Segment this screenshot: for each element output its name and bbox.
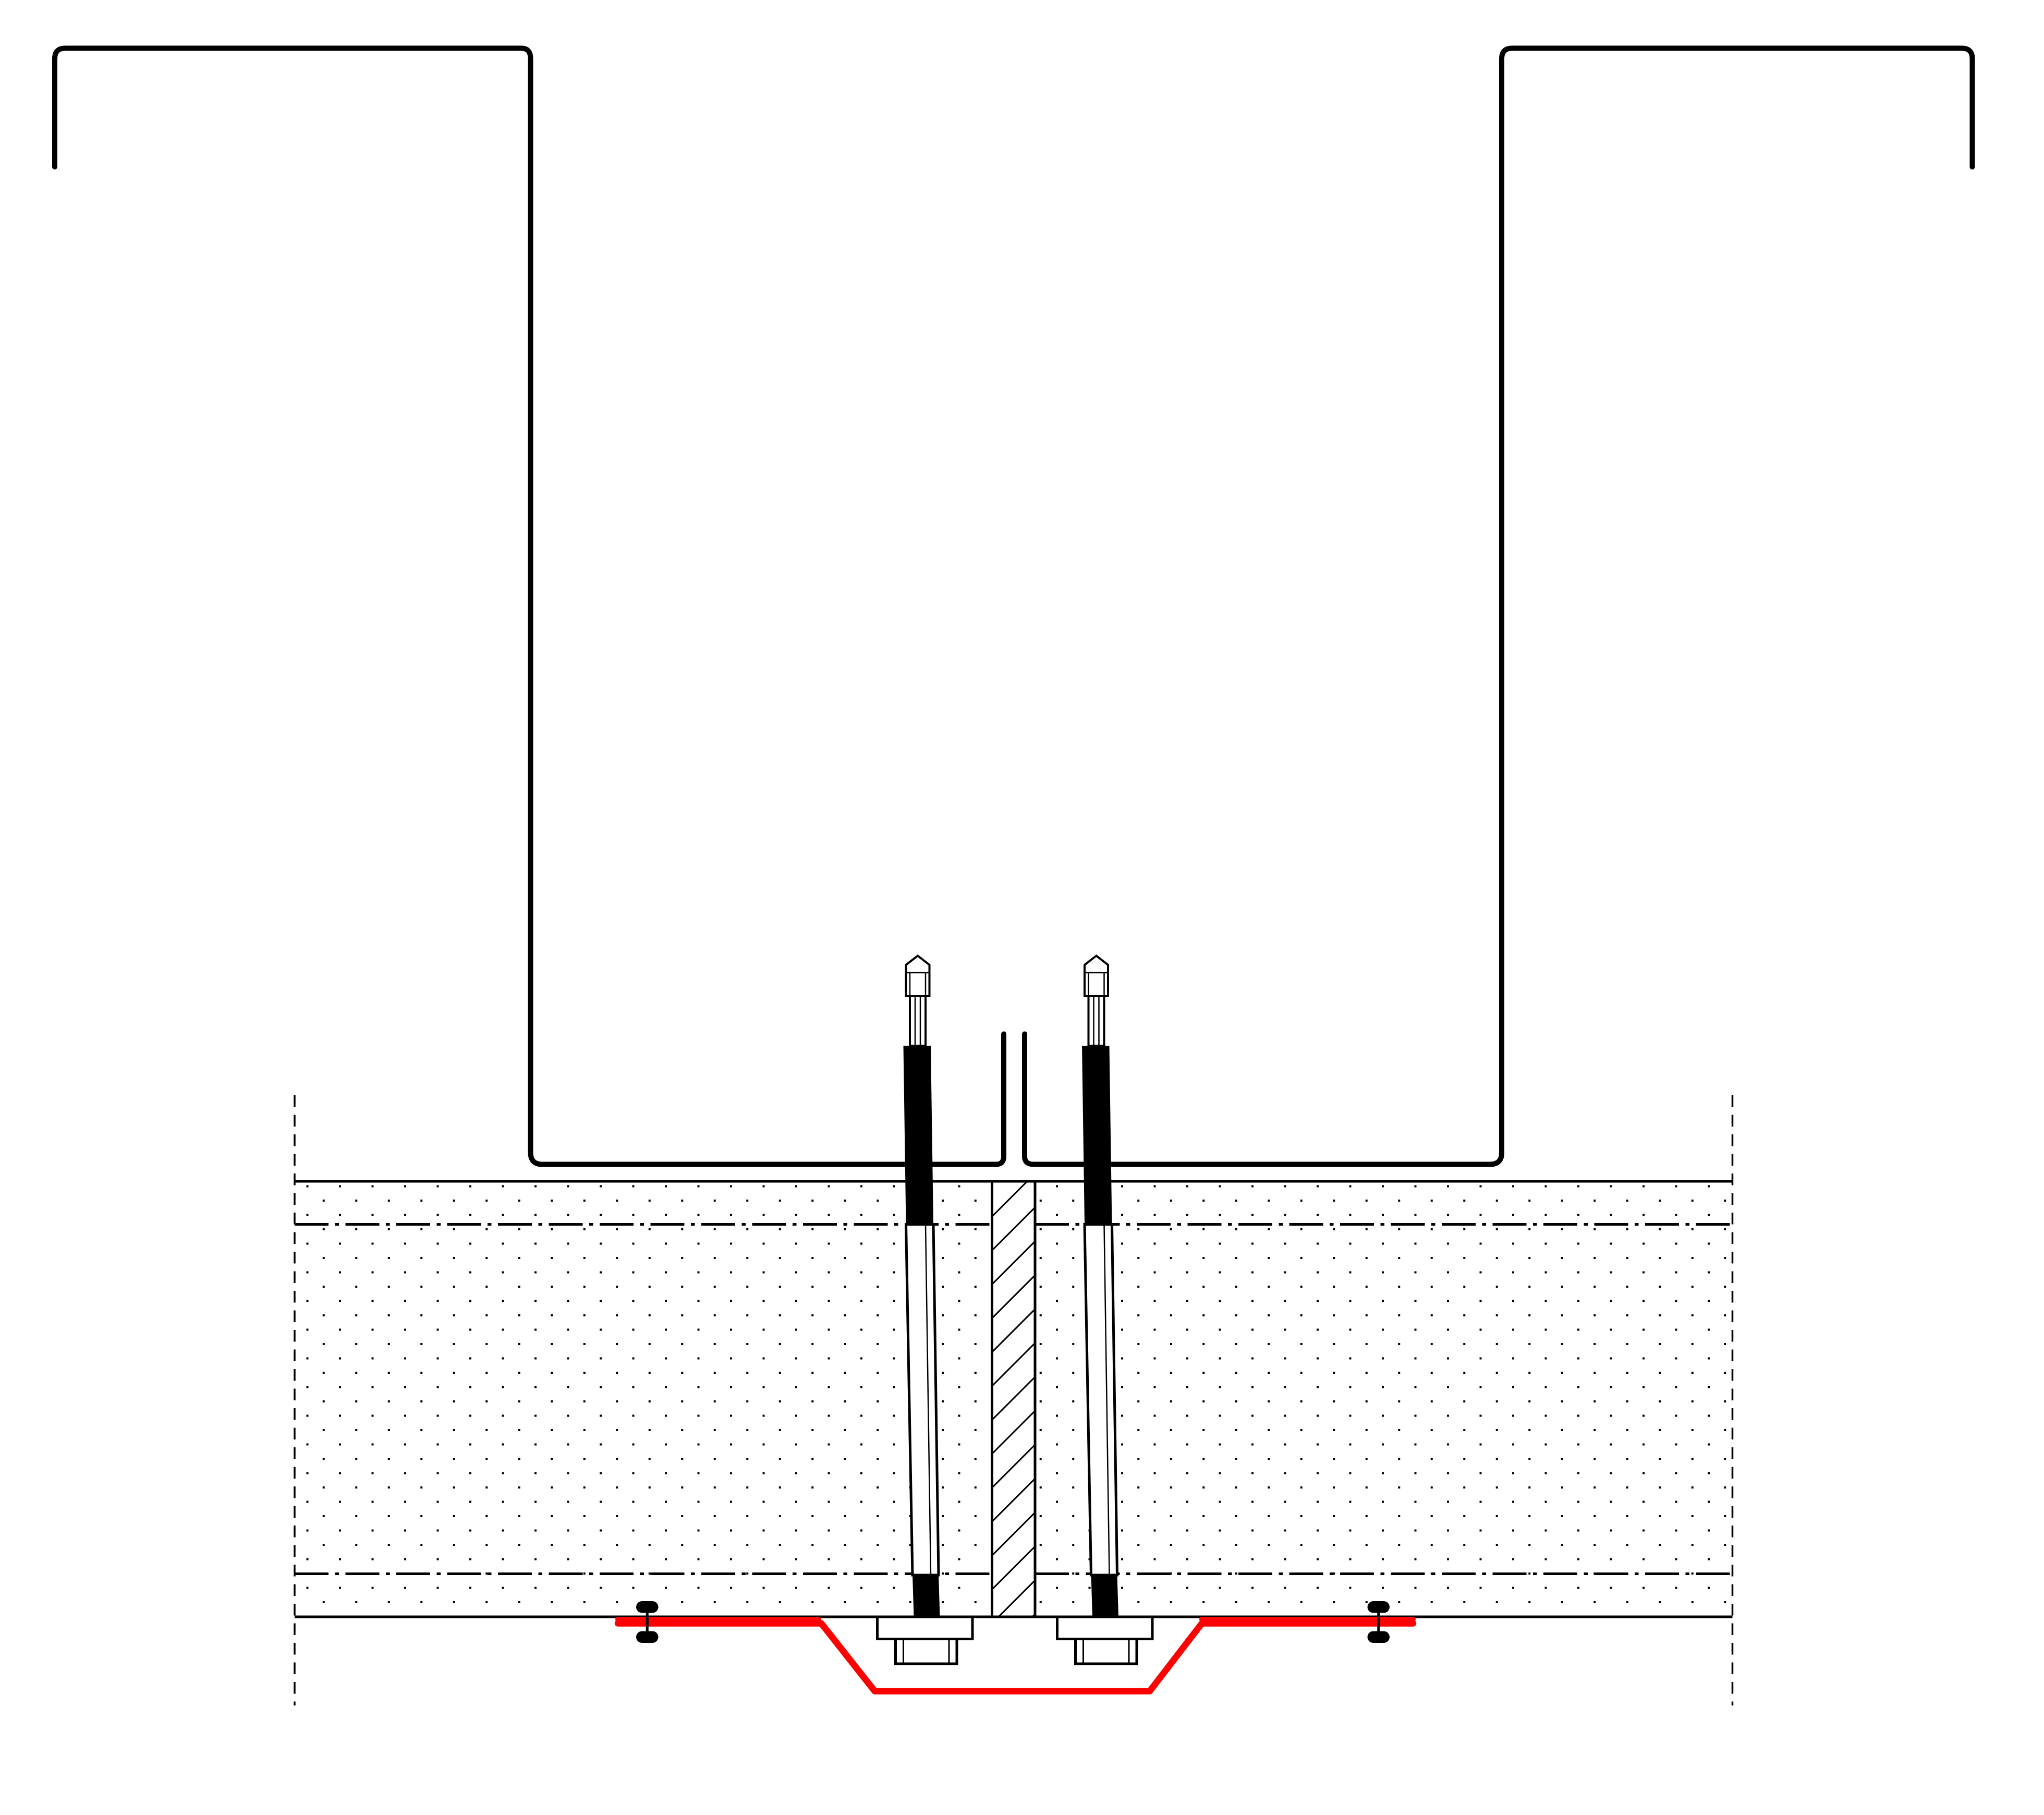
panel-joint-insert: [991, 1180, 1037, 1618]
purlin-left: [52, 45, 1006, 1167]
fastener-left: [876, 954, 974, 1665]
sandwich-panel-right: [1035, 1095, 1734, 1705]
rivet-right: [1367, 1601, 1390, 1643]
fastener-right: [1056, 954, 1154, 1665]
purlin-right: [1022, 45, 1975, 1167]
rivet-left: [636, 1601, 659, 1643]
sandwich-panel-left: [294, 1095, 991, 1705]
joint-flashing: [614, 1620, 1417, 1695]
